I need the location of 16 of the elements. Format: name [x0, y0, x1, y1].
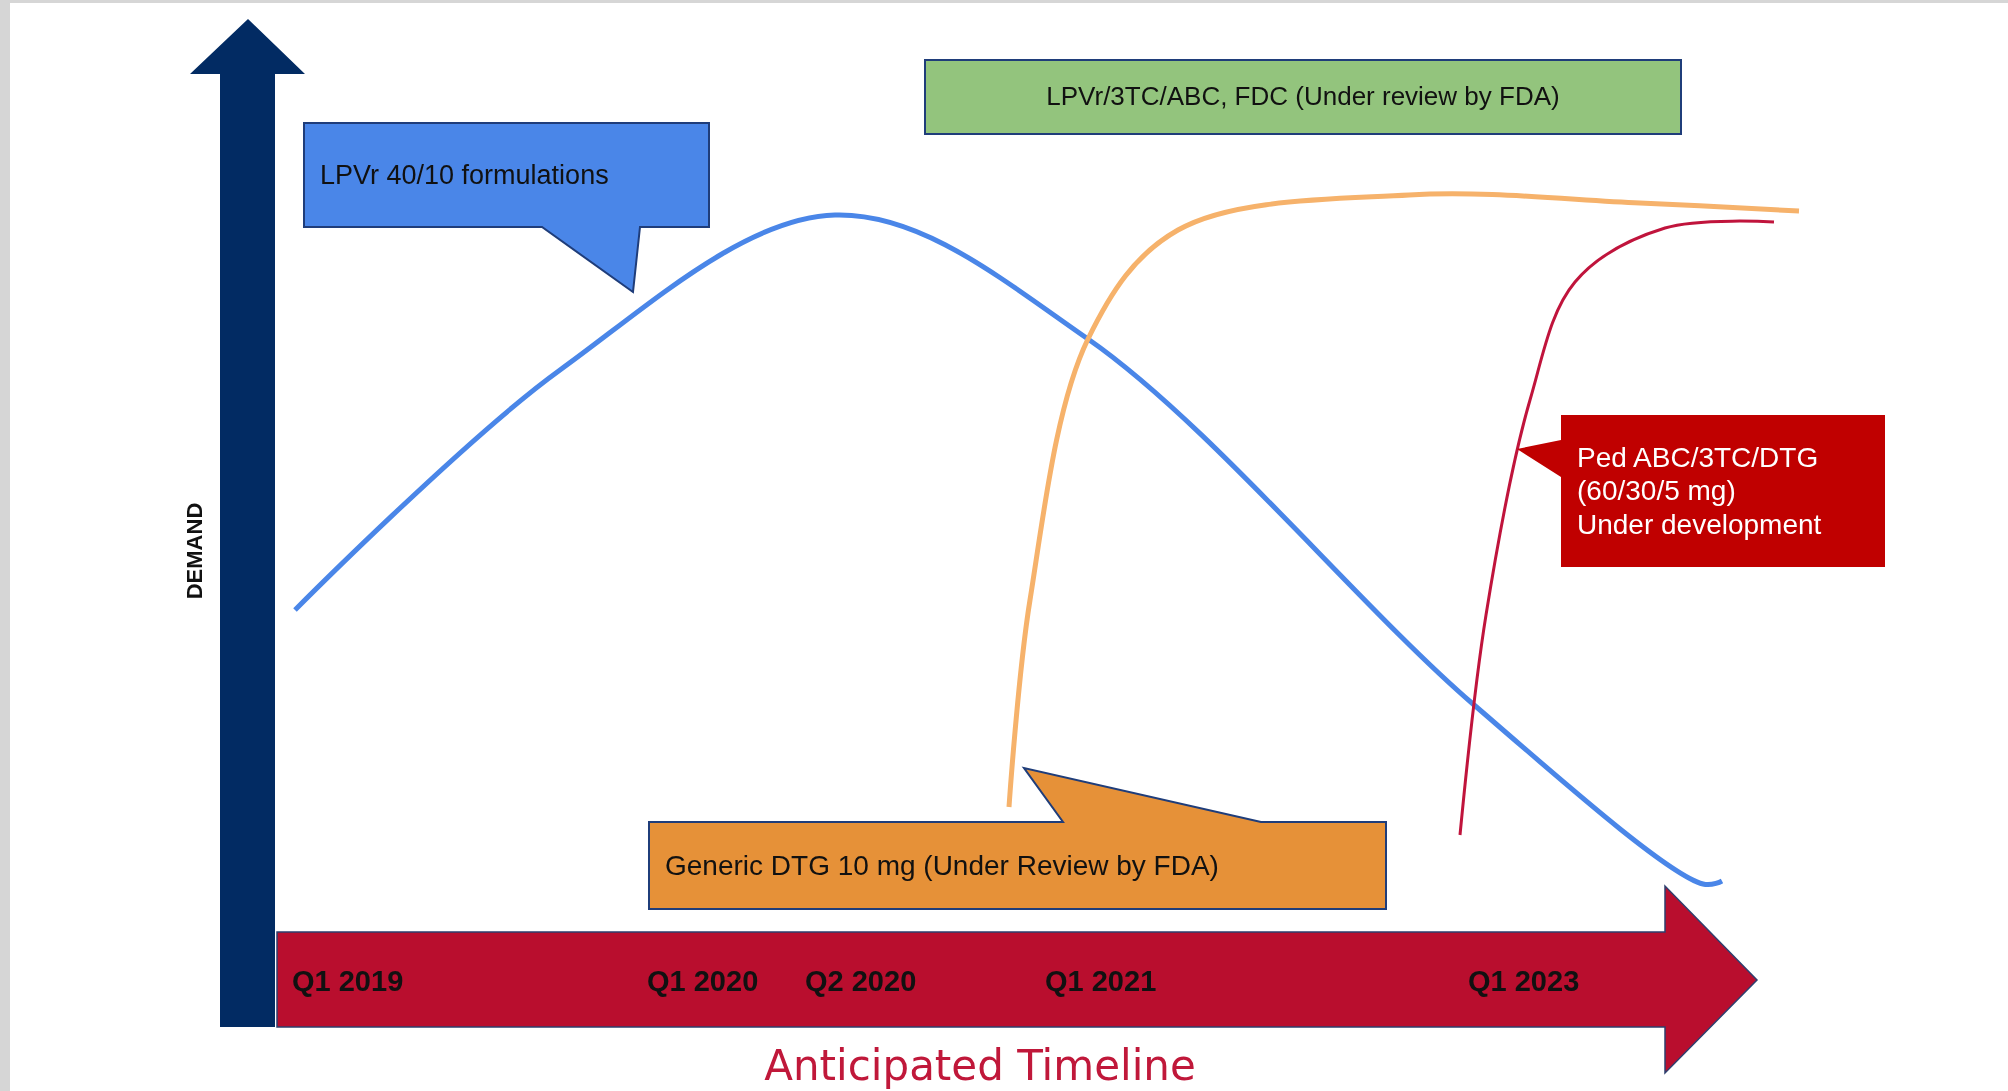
callout-text: Generic DTG 10 mg (Under Review by FDA)	[665, 848, 1219, 883]
callout-text: LPVr 40/10 formulations	[320, 158, 609, 192]
timeline-tick-label: Q1 2021	[1045, 964, 1157, 998]
label-box	[925, 60, 1681, 134]
callout-text: Ped ABC/3TC/DTG (60/30/5 mg)	[1577, 440, 1820, 508]
timeline-tick-label: Q1 2019	[292, 964, 404, 998]
axis-title: DEMAND	[182, 502, 208, 600]
callout-box	[304, 123, 709, 292]
timeline-tick-label: Q1 2023	[1468, 964, 1580, 998]
axis-title: Anticipated Timeline	[764, 1040, 1196, 1090]
callout-box	[1517, 415, 1885, 567]
callout-text: Under development	[1577, 507, 1822, 542]
callout-text: LPVr/3TC/ABC, FDC (Under review by FDA)	[1046, 81, 1560, 113]
callout-box	[649, 768, 1386, 909]
timeline-tick-label: Q2 2020	[805, 964, 917, 998]
timeline-tick-label: Q1 2020	[647, 964, 759, 998]
